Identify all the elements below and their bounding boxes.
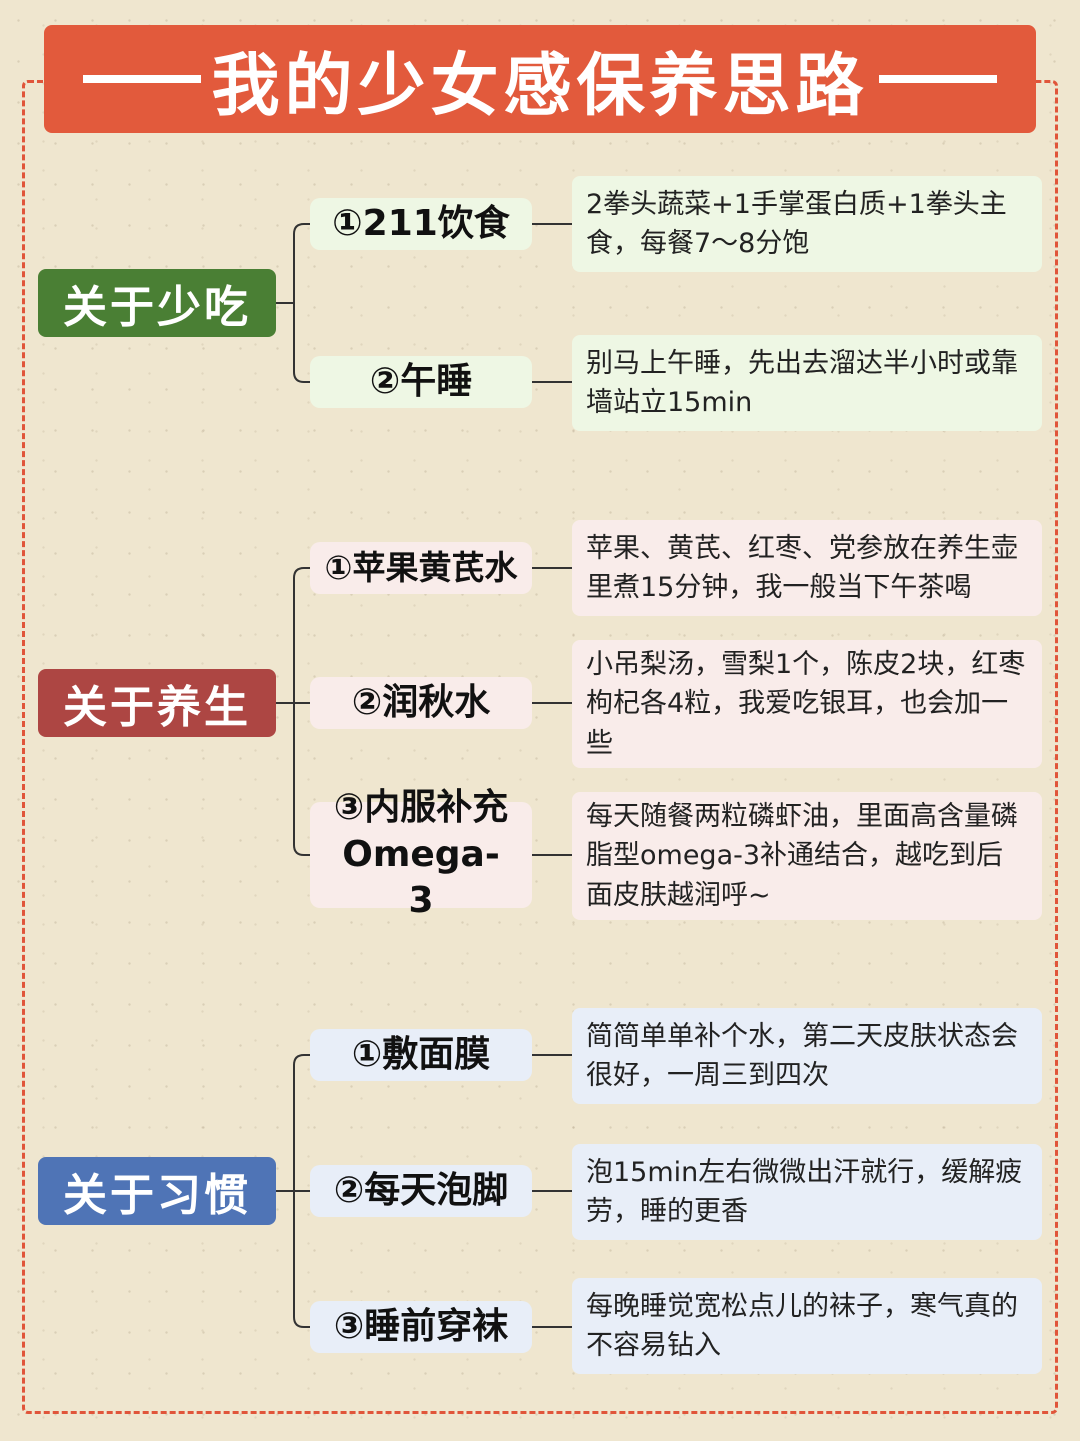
item-socks: ③睡前穿袜: [310, 1301, 532, 1353]
link-diet: [532, 223, 572, 383]
category-health: 关于养生: [38, 669, 276, 737]
desc-omega3: 每天随餐两粒磷虾油，里面高含量磷脂型omega-3补通结合，越吃到后面皮肤越润呼…: [572, 792, 1042, 920]
link-habit: [532, 1054, 572, 1328]
category-habit: 关于习惯: [38, 1157, 276, 1225]
item-autumn-water: ②润秋水: [310, 677, 532, 729]
page-title: 我的少女感保养思路: [211, 46, 869, 126]
bracket-health: [276, 567, 310, 856]
bracket-habit: [276, 1054, 310, 1328]
desc-211-diet: 2拳头蔬菜+1手掌蛋白质+1拳头主食，每餐7～8分饱: [572, 176, 1042, 272]
title-banner: 我的少女感保养思路: [44, 25, 1036, 133]
desc-socks: 每晚睡觉宽松点儿的袜子，寒气真的不容易钻入: [572, 1278, 1042, 1374]
category-less-eating: 关于少吃: [38, 269, 276, 337]
desc-nap: 别马上午睡，先出去溜达半小时或靠墙站立15min: [572, 335, 1042, 431]
item-foot-soak: ②每天泡脚: [310, 1165, 532, 1217]
desc-face-mask: 简简单单补个水，第二天皮肤状态会很好，一周三到四次: [572, 1008, 1042, 1104]
item-211-diet: ①211饮食: [310, 198, 532, 250]
link-health: [532, 567, 572, 856]
title-dash-left: [83, 75, 202, 83]
item-omega3: ③内服补充Omega-3: [310, 787, 532, 921]
title-dash-right: [878, 75, 997, 83]
desc-apple-astragalus: 苹果、黄芪、红枣、党参放在养生壶里煮15分钟，我一般当下午茶喝: [572, 520, 1042, 616]
desc-foot-soak: 泡15min左右微微出汗就行，缓解疲劳，睡的更香: [572, 1144, 1042, 1240]
item-face-mask: ①敷面膜: [310, 1029, 532, 1081]
bracket-diet: [276, 223, 310, 383]
item-apple-astragalus: ①苹果黄芪水: [310, 542, 532, 594]
item-nap: ②午睡: [310, 356, 532, 408]
desc-autumn-water: 小吊梨汤，雪梨1个，陈皮2块，红枣枸杞各4粒，我爱吃银耳，也会加一些: [572, 640, 1042, 768]
